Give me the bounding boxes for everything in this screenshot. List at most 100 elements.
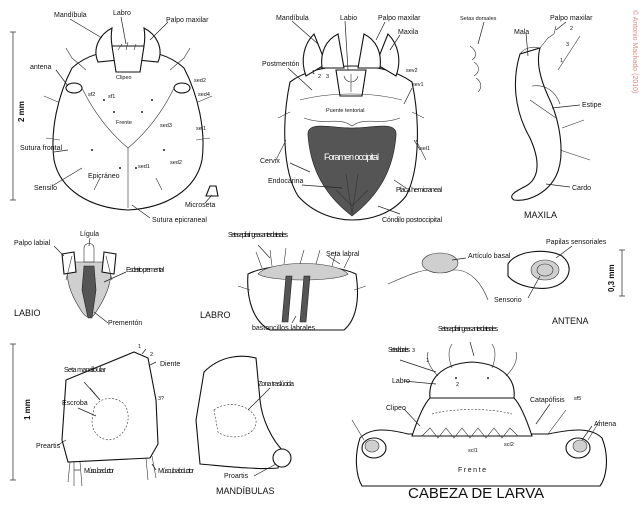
label-sed2-bottom: sed2 bbox=[170, 160, 182, 166]
label-bastoncillos-labrales: bastoncillos labrales bbox=[252, 325, 316, 332]
label-num-3: 3 bbox=[412, 348, 415, 354]
scale-bar-2mm: 2 mm bbox=[10, 31, 26, 201]
label-musculo-abductor: Músculo abductor bbox=[158, 468, 195, 475]
caption-labro: LABRO bbox=[200, 310, 231, 320]
label-scl2: scl2 bbox=[504, 442, 514, 448]
label-epicraneo: Epicráneo bbox=[88, 173, 120, 180]
label-estipe: Estipe bbox=[582, 102, 602, 109]
label-clipeo: Clipeo bbox=[116, 75, 132, 81]
leader-lines bbox=[51, 16, 213, 219]
label-palpo-maxilar: Palpo maxilar bbox=[166, 17, 209, 24]
foramen-label: Foramen occipital bbox=[324, 152, 380, 162]
caption-cabeza-de-larva: CABEZA DE LARVA bbox=[408, 485, 544, 502]
label-sel1: sel1 bbox=[196, 126, 206, 132]
scale-label-2mm: 2 mm bbox=[17, 101, 26, 122]
label-musculo-aductor: Músculo aductor bbox=[84, 468, 115, 475]
label-mandibula: Mandíbula bbox=[54, 12, 87, 19]
caption-labio: LABIO bbox=[14, 308, 41, 318]
label-palpo-maxilar: Palpo maxilar bbox=[378, 15, 421, 22]
label-maxila: Maxila bbox=[398, 29, 418, 36]
label-proartis: Proartis bbox=[224, 473, 249, 480]
scale-label-1mm: 1 mm bbox=[23, 399, 32, 420]
label-cardo: Cardo bbox=[572, 185, 591, 192]
label-mala: Mala bbox=[514, 29, 529, 36]
label-setas-epifaringeas: Setas epifaríngeas anterolaterales bbox=[438, 326, 499, 333]
cabeza-larva-figure: Setas epifaríngeas anterolaterales Setas… bbox=[351, 326, 616, 502]
label-esclerito-premental: Esclerito premental bbox=[126, 267, 164, 274]
label-palpo-maxilar: Palpo maxilar bbox=[550, 15, 593, 22]
label-sed2-top: sed2 bbox=[194, 78, 206, 84]
label-ligula: Lígula bbox=[80, 231, 99, 238]
label-num-1: 1 bbox=[426, 358, 429, 364]
label-setas-epifaringeas: Setas epifaríngeas anterolaterales bbox=[228, 232, 289, 239]
label-placa-hemicraneal: Placa hemicraneal bbox=[396, 187, 442, 194]
caption-antena: ANTENA bbox=[552, 316, 589, 326]
label-cervix: Cervix bbox=[260, 158, 280, 165]
label-num-2: 2 bbox=[456, 382, 459, 388]
label-clipeo: Clipeo bbox=[386, 405, 406, 412]
label-palpo-labial: Palpo labial bbox=[14, 240, 51, 247]
caption-mandibulas: MANDÍBULAS bbox=[216, 486, 275, 496]
label-num-3: 3 bbox=[326, 74, 329, 80]
antena-figure: Artículo basal Papilas sensoriales Senso… bbox=[387, 239, 625, 326]
label-setas-labrales: Setas labrales bbox=[388, 347, 411, 354]
label-sev1: sev1 bbox=[412, 82, 424, 88]
label-microseta: Microseta bbox=[185, 202, 215, 209]
label-papilas-sensoriales: Papilas sensoriales bbox=[546, 239, 607, 246]
label-num-1: 1 bbox=[312, 70, 315, 76]
scale-label-0-3mm: 0,3 mm bbox=[607, 264, 616, 292]
label-seta-mandibular: Seta mandibular bbox=[64, 367, 107, 374]
label-num-3: 3 bbox=[566, 42, 569, 48]
label-postmenton: Postmentón bbox=[262, 61, 299, 68]
label-escroba: Escroba bbox=[62, 400, 88, 407]
label-preartis: Preartis bbox=[36, 443, 61, 450]
label-sed1: sed1 bbox=[138, 164, 150, 170]
labio-figure: Lígula Palpo labial Esclerito premental … bbox=[14, 231, 164, 327]
label-frente: Frente bbox=[116, 120, 132, 126]
label-num-2: 2 bbox=[150, 352, 153, 358]
label-zona-traslucida: Zona traslúcida bbox=[258, 381, 294, 388]
label-sf5: sf5 bbox=[574, 396, 581, 402]
label-labro: Labro bbox=[113, 10, 131, 17]
label-sutura-epicraneal: Sutura epicraneal bbox=[152, 217, 207, 224]
label-sf2: sf2 bbox=[88, 92, 95, 98]
label-labio: Labio bbox=[340, 15, 357, 22]
scale-bar-1mm: 1 mm bbox=[10, 343, 32, 481]
label-sensilo: Sensilo bbox=[34, 185, 57, 192]
label-sensorio: Sensorio bbox=[494, 297, 522, 304]
label-num-1: 1 bbox=[560, 58, 563, 64]
label-prementon: Prementón bbox=[108, 320, 142, 327]
label-sf1: sf1 bbox=[108, 94, 115, 100]
head-ventral-figure: Foramen occipital Mandíbula Labio Palpo … bbox=[260, 15, 442, 224]
label-endocarina: Endocarina bbox=[268, 178, 304, 185]
label-num-2: 2 bbox=[570, 26, 573, 32]
label-sev2: sev2 bbox=[406, 68, 418, 74]
head-dorsal-figure: 2 mm bbox=[10, 10, 219, 224]
label-diente: Diente bbox=[160, 361, 180, 368]
label-condilo-postoccipital: Cóndilo postoccipital bbox=[382, 217, 442, 224]
label-articulo-basal: Artículo basal bbox=[468, 253, 511, 260]
label-num-2: 2 bbox=[318, 74, 321, 80]
label-antena: Antena bbox=[594, 421, 616, 428]
label-puente-tentorial: Puente tentorial bbox=[326, 108, 365, 114]
label-num-1: 1 bbox=[138, 344, 141, 350]
setae bbox=[43, 95, 213, 191]
label-sutura-frontal: Sutura frontal bbox=[20, 145, 62, 152]
caption-maxila: MAXILA bbox=[524, 210, 557, 220]
label-mandibula: Mandíbula bbox=[276, 15, 309, 22]
label-seta-labral: Seta labral bbox=[326, 251, 360, 258]
labro-figure: Setas epifaríngeas anterolaterales Seta … bbox=[200, 232, 367, 332]
copyright-text: © Antonio Machado (2010) bbox=[631, 10, 639, 93]
label-scl1: scl1 bbox=[468, 448, 478, 454]
label-sed3: sed3 bbox=[160, 123, 172, 129]
label-labro: Labro bbox=[392, 378, 410, 385]
label-num-3q: 3? bbox=[158, 396, 164, 402]
label-catapofisis: Catapófisis bbox=[530, 397, 565, 404]
maxila-figure: Setas dorsales Palpo maxilar Mala 1 2 3 … bbox=[460, 15, 602, 220]
scale-bar-0-3mm: 0,3 mm bbox=[607, 249, 625, 297]
mandibulas-figure: 1 mm 1 2 Diente 3? Seta mandibular Escro… bbox=[10, 343, 294, 496]
label-sed4: sed4 bbox=[198, 92, 210, 98]
leader-lines bbox=[287, 20, 421, 215]
label-antena: antena bbox=[30, 64, 52, 71]
